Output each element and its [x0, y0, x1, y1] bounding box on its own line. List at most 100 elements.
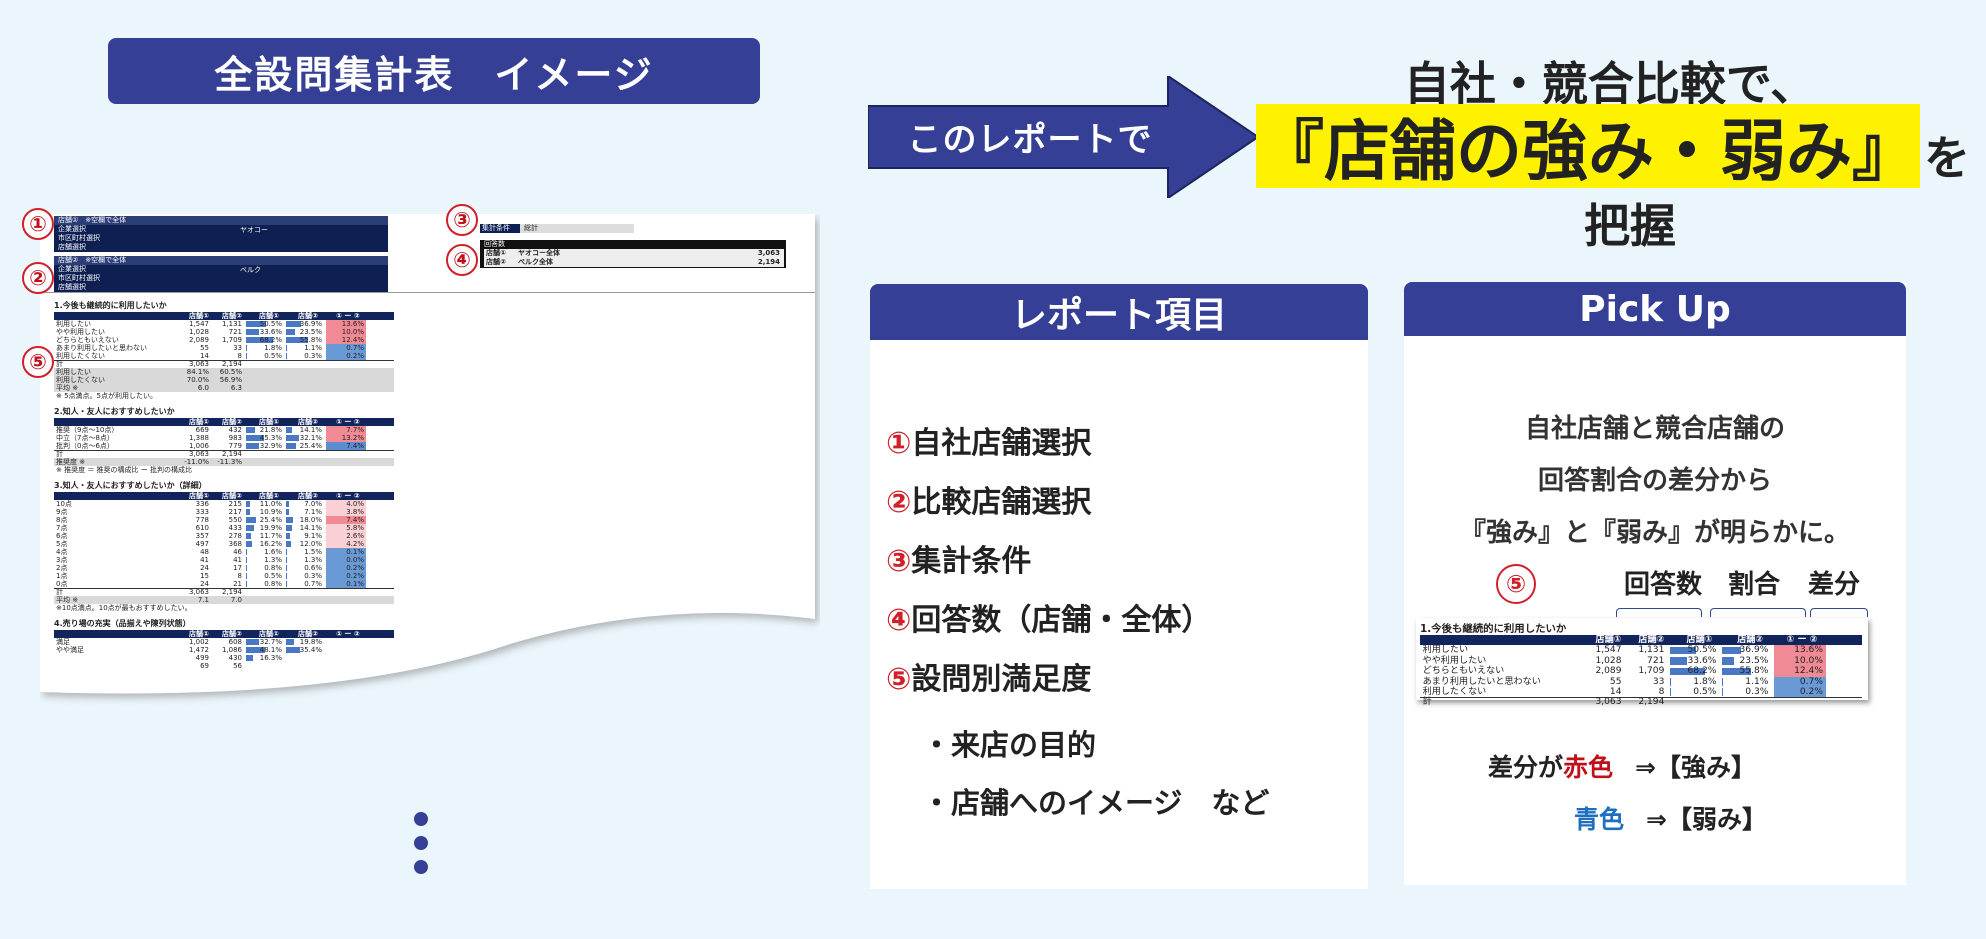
- store-row: 店舗選択: [54, 243, 388, 252]
- diff-cell: 13.2%: [341, 434, 364, 442]
- table-header: [54, 492, 394, 500]
- row-label: 批判（0点〜6点）: [56, 442, 114, 450]
- ratio-cell: 68.2%: [259, 336, 282, 344]
- ratio-cell: 36.9%: [299, 320, 322, 328]
- row-label: 4点: [56, 548, 68, 556]
- diff-cell: 0.1%: [346, 580, 364, 588]
- ratio-cell: 50.5%: [1687, 645, 1717, 656]
- diff-cell: 0.2%: [346, 352, 364, 360]
- ratio-bar: [286, 321, 301, 327]
- headline-line3: 把握: [1584, 199, 1676, 253]
- total-label: 計: [56, 450, 63, 458]
- report-marker: ②: [22, 262, 54, 294]
- bracket: [1616, 608, 1702, 617]
- count-cell: 983: [228, 434, 242, 442]
- count-cell: 69: [200, 662, 209, 670]
- row-label: 利用したくない: [1422, 687, 1487, 697]
- ratio-bar: [286, 501, 289, 507]
- count-cell: 2,089: [188, 336, 209, 344]
- diff-cell: 0.1%: [346, 548, 364, 556]
- extra-cell: 56.9%: [219, 376, 242, 384]
- store-label: 店舗② ※空欄で全体: [54, 256, 388, 265]
- diff-bg: [326, 336, 366, 344]
- header-cell: ① ー ②: [1786, 635, 1818, 645]
- legend-blue: 青色⇒【弱み】: [1574, 805, 1767, 834]
- ratio-cell: 19.9%: [259, 524, 282, 532]
- resp-cell: ベルク全体: [518, 258, 553, 266]
- question-title: 4.売り場の充実（品揃えや陳列状態）: [54, 619, 191, 628]
- ratio-cell: 9.1%: [304, 532, 322, 540]
- count-cell: 46: [233, 548, 242, 556]
- count-cell: 669: [195, 426, 209, 434]
- extra-cell: 70.0%: [186, 376, 209, 384]
- ratio-cell: 1.1%: [304, 344, 322, 352]
- note: ※ 5点満点。5点が利用したい。: [56, 392, 157, 400]
- report-item: ⑤設問別満足度: [886, 662, 1092, 697]
- ratio-bar: [286, 329, 295, 335]
- pickup-line: 自社店舗と競合店舗の: [1524, 414, 1785, 444]
- extra-cell: 7.0: [230, 596, 242, 604]
- ratio-cell: 32.7%: [259, 638, 282, 646]
- ratio-bar: [286, 581, 287, 587]
- row-label: 推奨（9点〜10点）: [56, 426, 119, 434]
- count-cell: 608: [228, 638, 242, 646]
- ratio-cell: 14.1%: [299, 524, 322, 532]
- ratio-cell: 1.3%: [304, 556, 322, 564]
- extra-cell: 60.5%: [219, 368, 242, 376]
- count-cell: 497: [195, 540, 209, 548]
- extra-label: 平均 ※: [56, 384, 79, 392]
- ratio-cell: 1.3%: [264, 556, 282, 564]
- row-label: 10点: [56, 500, 72, 508]
- ratio-cell: 0.7%: [304, 580, 322, 588]
- ratio-bar: [286, 557, 287, 563]
- ratio-cell: 0.8%: [264, 580, 282, 588]
- count-cell: 55: [200, 344, 209, 352]
- ratio-cell: 25.4%: [259, 516, 282, 524]
- extra-bg: [54, 384, 394, 392]
- extra-cell: 84.1%: [186, 368, 209, 376]
- ratio-cell: 0.3%: [1745, 687, 1769, 697]
- diff-bg: [326, 320, 366, 328]
- header-cell: 店舗②: [222, 492, 242, 500]
- extra-cell: -11.0%: [184, 458, 209, 466]
- diff-cell: 0.7%: [1799, 676, 1823, 687]
- store-value: ベルク: [240, 266, 261, 274]
- count-cell: 432: [228, 426, 242, 434]
- total-label: 計: [56, 360, 63, 368]
- count-cell: 1,002: [188, 638, 209, 646]
- header-cell: 店舗②: [1737, 635, 1764, 645]
- diff-cell: 10.0%: [1794, 655, 1823, 666]
- diff-bg: [326, 548, 366, 556]
- diff-bg: [326, 572, 366, 580]
- header-cell: 店舗①: [259, 492, 279, 500]
- headline-highlight-bg: [1256, 104, 1920, 188]
- header-cell: 店舗①: [189, 492, 209, 500]
- row-label: 8点: [56, 516, 68, 524]
- diff-cell: 13.6%: [341, 320, 364, 328]
- report-marker: ①: [22, 208, 54, 240]
- extra-bg: [54, 458, 394, 466]
- row-label: 3点: [56, 556, 68, 564]
- count-cell: 1,709: [1638, 666, 1665, 677]
- count-cell: 217: [228, 508, 242, 516]
- ratio-cell: 11.7%: [259, 532, 282, 540]
- diff-cell: 13.6%: [1794, 645, 1823, 656]
- title-badge: 全設問集計表 イメージ: [108, 38, 760, 104]
- col-label-ratio: 割合: [1728, 570, 1781, 600]
- header-cell: 店舗①: [189, 630, 209, 638]
- diff-cell: 7.4%: [346, 442, 364, 450]
- report-item: ①自社店舗選択: [886, 426, 1092, 461]
- ratio-cell: 32.1%: [299, 434, 322, 442]
- ratio-cell: 45.3%: [259, 434, 282, 442]
- ratio-bar: [1721, 646, 1741, 655]
- header-cell: ① ー ②: [336, 492, 360, 500]
- header-cell: 店舗②: [298, 312, 318, 320]
- question-title: 1.今後も継続的に利用したいか: [1420, 623, 1567, 635]
- ratio-bar: [286, 647, 300, 653]
- divider: [1420, 697, 1862, 699]
- report-page-shape: [40, 214, 815, 694]
- ratio-bar: [246, 639, 259, 645]
- ratio-bar: [286, 549, 287, 555]
- ratio-bar: [246, 435, 264, 441]
